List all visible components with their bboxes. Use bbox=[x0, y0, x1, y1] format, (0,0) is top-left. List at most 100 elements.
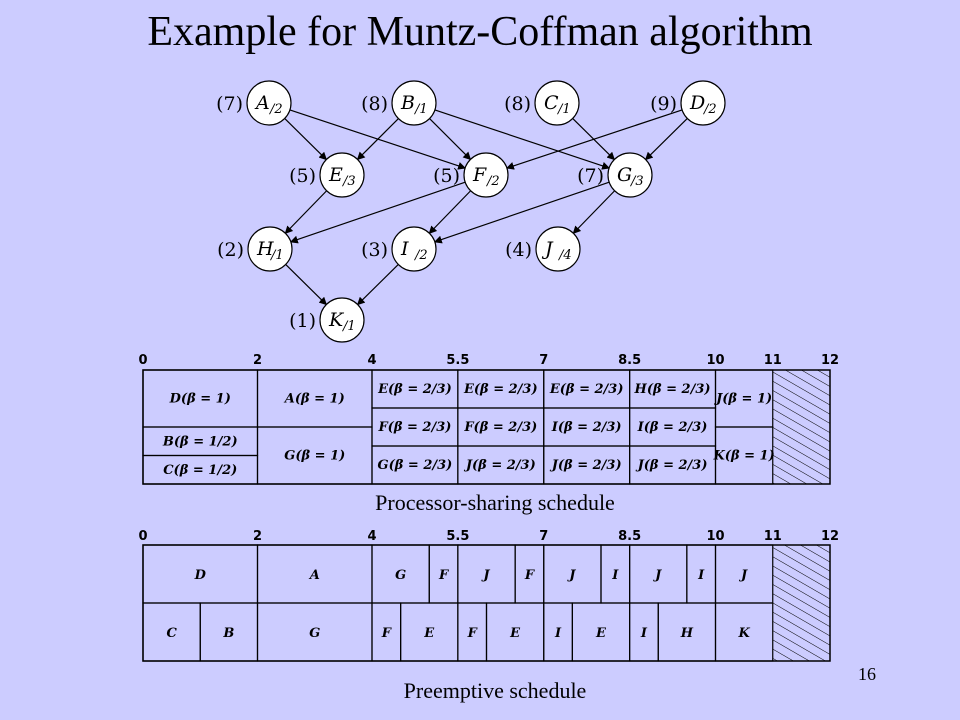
ps-cell-label: E(β = 2/3) bbox=[549, 382, 624, 397]
ps-cell: C(β = 1/2) bbox=[142, 454, 259, 485]
ps-cell: K(β = 1) bbox=[713, 426, 775, 485]
node-circle bbox=[463, 152, 509, 198]
node-D: D/2(9) bbox=[650, 80, 726, 126]
node-label: K bbox=[328, 309, 345, 331]
ps-cell: I(β = 2/3) bbox=[543, 407, 631, 447]
ps-cell: H(β = 2/3) bbox=[629, 369, 717, 409]
node-label: A bbox=[254, 92, 270, 114]
tick-label: 2 bbox=[253, 529, 262, 544]
ps-cell-label: G(β = 2/3) bbox=[378, 458, 453, 473]
node-priority: (7) bbox=[577, 165, 604, 187]
pre-row1-cell-label: F bbox=[524, 568, 535, 583]
node-priority: (1) bbox=[289, 310, 316, 332]
pre-row2-cell: H bbox=[657, 602, 717, 662]
tick-label: 0 bbox=[138, 529, 147, 544]
pre-row2-cell-label: G bbox=[309, 626, 320, 641]
pre-row2-cell: G bbox=[256, 602, 373, 662]
edge-G-I bbox=[433, 181, 610, 244]
ps-cell-label: A(β = 1) bbox=[283, 392, 345, 407]
ps-cell: D(β = 1) bbox=[142, 369, 259, 428]
pre-row2-cell: B bbox=[199, 602, 259, 662]
processor-sharing-caption: Processor-sharing schedule bbox=[375, 490, 615, 515]
tick-label: 8.5 bbox=[618, 353, 641, 368]
pre-row2-cell: C bbox=[142, 602, 201, 662]
ps-cell-label: J(β = 2/3) bbox=[549, 458, 622, 473]
node-priority: (5) bbox=[433, 165, 460, 187]
edge-D-F bbox=[505, 109, 683, 170]
edge-B-F bbox=[429, 118, 472, 161]
node-circle bbox=[534, 80, 580, 126]
ps-cell: G(β = 2/3) bbox=[371, 445, 459, 485]
pre-row1-cell: I bbox=[600, 544, 631, 604]
pre-row2-cell-label: K bbox=[737, 626, 750, 641]
edge-E-H bbox=[284, 190, 328, 234]
pre-row2-cell: I bbox=[543, 602, 573, 662]
edge-B-G bbox=[434, 109, 611, 170]
pre-row1-cell: A bbox=[256, 544, 373, 604]
pre-row2-cell-label: H bbox=[680, 626, 694, 641]
node-duration: /4 bbox=[557, 248, 572, 263]
pre-row2-cell-label: I bbox=[640, 626, 648, 641]
edge-D-G bbox=[644, 118, 688, 161]
slide-title: Example for Muntz-Coffman algorithm bbox=[147, 9, 813, 55]
pre-row1-cell: J bbox=[629, 544, 688, 604]
node-A: A/2(7) bbox=[216, 80, 292, 126]
ps-cell: E(β = 2/3) bbox=[457, 369, 545, 409]
edge-F-H bbox=[289, 181, 466, 244]
node-circle bbox=[680, 80, 726, 126]
idle-region bbox=[772, 545, 830, 661]
ps-cell: J(β = 2/3) bbox=[457, 445, 545, 485]
node-priority: (5) bbox=[289, 165, 316, 187]
pre-row1-cell: G bbox=[371, 544, 430, 604]
ps-cell-label: I(β = 2/3) bbox=[637, 420, 708, 435]
node-label: F bbox=[472, 164, 487, 186]
pre-row1-cell: J bbox=[457, 544, 516, 604]
edge-I-K bbox=[356, 264, 399, 306]
node-duration: /1 bbox=[413, 102, 428, 117]
ps-cell: G(β = 1) bbox=[256, 426, 373, 485]
ps-cell-label: J(β = 2/3) bbox=[635, 458, 708, 473]
pre-row2-cell-label: E bbox=[595, 626, 607, 641]
node-F: F/2(5) bbox=[433, 152, 509, 198]
node-circle bbox=[246, 80, 292, 126]
ps-cell-label: E(β = 2/3) bbox=[463, 382, 538, 397]
node-circle bbox=[391, 80, 437, 126]
ps-cell: E(β = 2/3) bbox=[371, 369, 459, 409]
pre-row2-cell: I bbox=[629, 602, 659, 662]
ps-cell-label: F(β = 2/3) bbox=[377, 420, 451, 435]
tick-label: 5.5 bbox=[446, 529, 469, 544]
node-circle bbox=[247, 226, 293, 272]
graph-nodes: A/2(7)B/1(8)C/1(8)D/2(9)E/3(5)F/2(5)G/3(… bbox=[216, 80, 726, 343]
pre-row2-cell: F bbox=[457, 602, 488, 662]
ps-cell: J(β = 2/3) bbox=[629, 445, 717, 485]
idle-region bbox=[772, 370, 830, 484]
node-circle bbox=[535, 226, 581, 272]
pre-row1-cell: F bbox=[428, 544, 459, 604]
node-circle bbox=[319, 152, 365, 198]
node-duration: /1 bbox=[556, 102, 571, 117]
pre-row2-cell-label: F bbox=[467, 626, 478, 641]
node-label: I bbox=[400, 238, 409, 260]
edge-G-J bbox=[572, 190, 616, 234]
tick-label: 10 bbox=[706, 529, 724, 544]
ps-cell: F(β = 2/3) bbox=[457, 407, 545, 447]
pre-row1-cell: J bbox=[543, 544, 602, 604]
pre-row2-cell-label: C bbox=[166, 626, 177, 641]
ps-frame bbox=[142, 369, 831, 485]
node-duration: /1 bbox=[269, 248, 284, 263]
tick-label: 12 bbox=[821, 353, 839, 368]
pre-row2-cell: E bbox=[485, 602, 545, 662]
ps-cell-label: D(β = 1) bbox=[169, 392, 231, 407]
node-priority: (4) bbox=[505, 239, 532, 261]
ps-cell-label: J(β = 1) bbox=[713, 392, 772, 407]
pre-row2-cell-label: I bbox=[554, 626, 562, 641]
graph-edges bbox=[284, 109, 688, 306]
node-B: B/1(8) bbox=[361, 80, 437, 126]
tick-label: 8.5 bbox=[618, 529, 641, 544]
node-label: J bbox=[541, 238, 554, 260]
node-label: C bbox=[544, 92, 559, 114]
node-priority: (9) bbox=[650, 93, 677, 115]
ps-cell-label: K(β = 1) bbox=[713, 449, 775, 464]
